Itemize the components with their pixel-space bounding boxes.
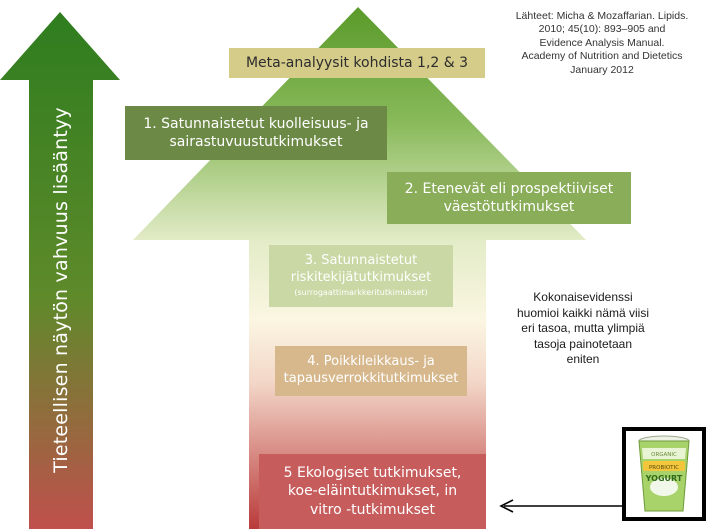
up-arrow-evidence-icon: [0, 12, 120, 529]
meta-analysis-box: Meta-analyysit kohdista 1,2 & 3: [229, 48, 485, 78]
level-1-box: 1. Satunnaistetut kuolleisuus- ja sairas…: [125, 106, 387, 160]
level-3-box: 3. Satunnaistetut riskitekijätutkimukset…: [269, 245, 453, 307]
level-5-box: 5 Ekologiset tutkimukset, koe-eläintutki…: [259, 454, 486, 529]
yogurt-label-probiotic: PROBIOTIC: [649, 465, 679, 471]
sources-text: Lähteet: Micha & Mozaffarian. Lipids. 20…: [515, 10, 689, 76]
pointer-arrow-icon: [499, 499, 624, 513]
level-2-box: 2. Etenevät eli prospektiiviset väestötu…: [387, 172, 631, 224]
yogurt-label-organic: ORGANIC: [651, 452, 677, 458]
yogurt-label-main: YOGURT: [645, 474, 683, 483]
evidence-strength-axis-label: Tieteellisen näytön vahvuus lisääntyy: [50, 107, 72, 473]
level-4-box: 4. Poikkileikkaus- ja tapausverrokkitutk…: [275, 346, 467, 396]
yogurt-cup-icon: ORGANIC PROBIOTIC YOGURT: [638, 435, 690, 512]
summary-text: Kokonaisevidenssi huomioi kaikki nämä vi…: [516, 290, 650, 367]
yogurt-image-frame: ORGANIC PROBIOTIC YOGURT: [622, 427, 706, 521]
